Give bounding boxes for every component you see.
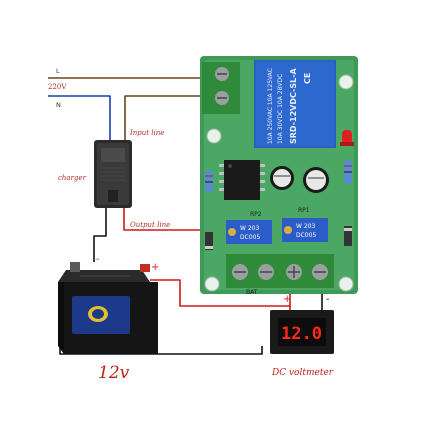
red-led bbox=[340, 130, 354, 146]
dc-voltmeter: 12.0 bbox=[270, 310, 334, 354]
relay-brand: CE bbox=[303, 73, 312, 84]
ac-voltage-label: 220V bbox=[48, 83, 67, 91]
battery-12v bbox=[58, 262, 158, 354]
relay-rating-line-2: 10A 30VDC 10A 28VDC bbox=[277, 74, 284, 144]
capacitor-1 bbox=[270, 166, 294, 190]
relay-model: SRD-12VDC-SL-A bbox=[289, 67, 298, 144]
ic-chip bbox=[219, 160, 265, 200]
voltmeter-minus-sign: - bbox=[326, 294, 330, 305]
dc-voltmeter-label: DC voltmeter bbox=[271, 368, 334, 378]
dc-terminal-block bbox=[226, 254, 334, 288]
mount-hole-tl bbox=[206, 128, 222, 144]
diode-left bbox=[205, 232, 213, 250]
voltmeter-reading: 12.0 bbox=[281, 324, 322, 344]
capacitor-2 bbox=[303, 167, 329, 193]
n-label: N bbox=[56, 101, 61, 109]
l-label: L bbox=[56, 67, 60, 75]
pcb-board: 10A 250VAC 10A 125VAC 10A 30VDC 10A 28VD… bbox=[200, 56, 358, 296]
mount-hole-bl bbox=[204, 276, 220, 292]
battery-minus-terminal bbox=[70, 262, 80, 272]
output-line-label: Output line bbox=[130, 221, 170, 229]
pot-right-code: DC005 bbox=[296, 232, 316, 239]
relay-rating-line-1: 10A 250VAC 10A 125VAC bbox=[267, 68, 274, 144]
resistor-right bbox=[344, 160, 352, 184]
diode-right bbox=[344, 226, 352, 246]
battery-plus-terminal bbox=[140, 264, 150, 272]
pot-right-text: W 203 bbox=[296, 223, 315, 230]
battery-voltage-label: 12v bbox=[98, 363, 130, 383]
charger-input-wire bbox=[124, 95, 212, 148]
charger-output-black bbox=[93, 208, 107, 262]
battery-minus-sign: - bbox=[96, 254, 100, 265]
battery-plus-sign: + bbox=[151, 262, 159, 273]
input-line-label: Input line bbox=[129, 129, 164, 137]
pot-left-code: DC005 bbox=[240, 234, 260, 241]
bat-label: BAT bbox=[246, 289, 258, 296]
pot-left-label: RP2 bbox=[250, 211, 262, 218]
pot-left-text: W 203 bbox=[240, 225, 259, 232]
voltmeter-plus-sign: + bbox=[283, 294, 291, 305]
resistor-left bbox=[205, 170, 213, 192]
mount-hole-tr bbox=[338, 74, 354, 90]
mount-hole-br bbox=[338, 276, 354, 292]
potentiometer-rp2: W 203 DC005 bbox=[226, 220, 272, 244]
pot-right-label: RP1 bbox=[298, 207, 310, 214]
ac-terminal-block bbox=[202, 62, 240, 114]
charger-adapter bbox=[94, 140, 132, 208]
n-wire bbox=[48, 95, 111, 148]
battery-plus-wire bbox=[150, 279, 291, 307]
relay: 10A 250VAC 10A 125VAC 10A 30VDC 10A 28VD… bbox=[254, 60, 336, 148]
charger-label: charger bbox=[58, 174, 87, 182]
potentiometer-rp1: W 203 DC005 bbox=[282, 218, 328, 242]
